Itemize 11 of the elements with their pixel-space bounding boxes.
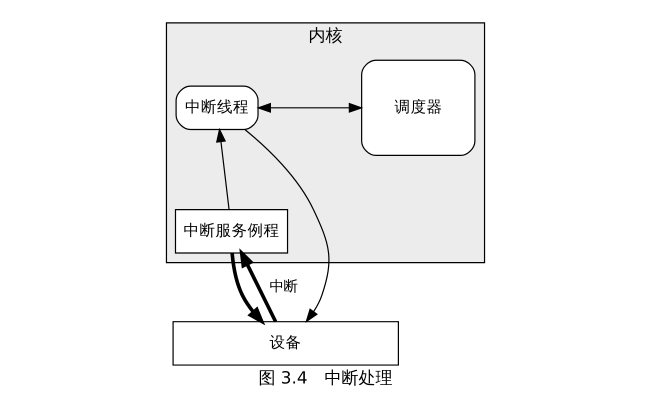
arrow [244,129,330,323]
node-box: 中断服务例程 [174,209,288,254]
arrow [230,253,266,326]
node-box: 设备 [172,321,399,366]
edge-label: 中断 [269,279,298,296]
caption: 图 3.4 中断处理 [258,367,393,388]
arrow [216,128,230,210]
arrow [256,102,364,113]
node-box: 调度器 [361,60,476,156]
node-box: 中断线程 [176,86,259,130]
arrow [239,248,278,322]
